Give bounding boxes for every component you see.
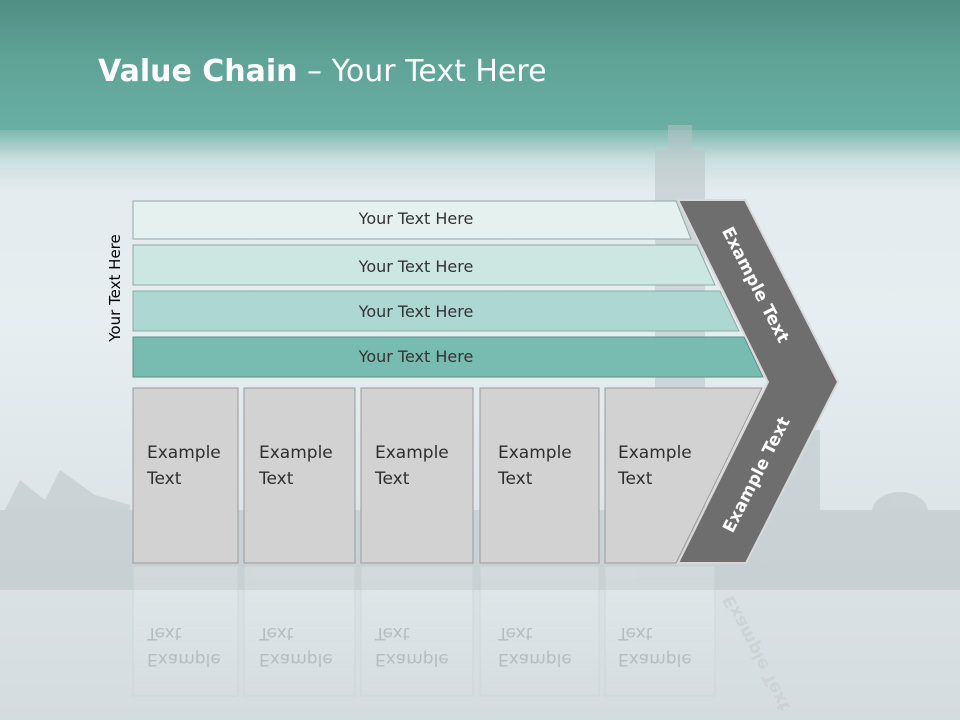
box-2-line2: Text [258, 469, 294, 489]
bar-4 [132, 336, 764, 378]
svg-text:Example: Example [618, 649, 692, 669]
title-bold: Value Chain [98, 54, 298, 89]
svg-text:Text: Text [497, 623, 533, 643]
box-5-line2: Text [617, 469, 653, 489]
header-band [0, 0, 960, 130]
chevron-arrow [676, 199, 840, 564]
bar-3-label: Your Text Here [358, 302, 474, 321]
reflection-box-2 [243, 565, 356, 697]
reflection-box-4 [479, 565, 600, 697]
reflection: Example Text Example Text Example Text E… [132, 565, 795, 714]
svg-text:Example: Example [498, 649, 572, 669]
box-1 [132, 387, 239, 564]
bar-1 [132, 200, 692, 240]
box-3-line1: Example [375, 443, 449, 463]
box-1-line1: Example [147, 443, 221, 463]
box-4-line1: Example [498, 443, 572, 463]
box-2-line1: Example [259, 443, 333, 463]
box-4 [479, 387, 600, 564]
svg-text:Example: Example [147, 649, 221, 669]
box-4-line2: Text [497, 469, 533, 489]
svg-text:Text: Text [146, 623, 182, 643]
title-rest: – Your Text Here [297, 54, 547, 89]
slide-title: Value Chain – Your Text Here [98, 54, 547, 89]
reflection-box-1 [132, 565, 239, 697]
svg-text:Example: Example [375, 649, 449, 669]
reflection-box-3 [360, 565, 474, 697]
bar-3 [132, 290, 740, 332]
box-3 [360, 387, 474, 564]
svg-text:Text: Text [374, 623, 410, 643]
reflection-box-5 [604, 565, 716, 697]
svg-text:Example Text: Example Text [719, 592, 795, 714]
box-5-line1: Example [618, 443, 692, 463]
svg-text:Text: Text [258, 623, 294, 643]
header-fade [0, 130, 960, 190]
box-2 [243, 387, 356, 564]
svg-text:Text: Text [617, 623, 653, 643]
box-1-line2: Text [146, 469, 182, 489]
bar-4-label: Your Text Here [358, 347, 474, 366]
box-3-line2: Text [374, 469, 410, 489]
box-5 [604, 387, 763, 564]
bar-2-label: Your Text Here [358, 257, 474, 276]
bar-1-label: Your Text Here [358, 209, 474, 228]
bar-2 [132, 244, 716, 286]
svg-text:Example: Example [259, 649, 333, 669]
